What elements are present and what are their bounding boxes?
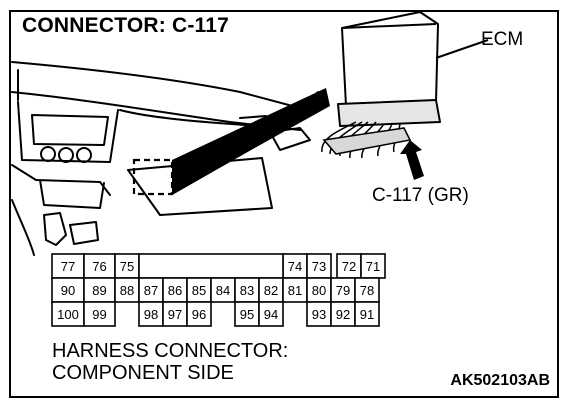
pin-95-cell xyxy=(234,301,260,327)
pin-94-cell xyxy=(258,301,284,327)
pin-91-cell xyxy=(354,301,380,327)
dashboard-drawing xyxy=(11,61,319,256)
pin-96: 96 xyxy=(192,307,206,322)
ecm-label: ECM xyxy=(481,29,524,50)
pin-95: 95 xyxy=(240,307,254,322)
pin-79-cell xyxy=(330,277,356,303)
figure-code: AK502103AB xyxy=(450,372,550,389)
harness-caption-line1: HARNESS CONNECTOR: xyxy=(52,340,289,362)
pin-80: 80 xyxy=(312,283,326,298)
pin-71: 71 xyxy=(366,259,380,274)
pin-84: 84 xyxy=(216,283,230,298)
pin-77: 77 xyxy=(61,259,75,274)
pin-90: 90 xyxy=(61,283,75,298)
pin-72-cell xyxy=(336,253,362,279)
callout-wedge xyxy=(172,88,330,194)
pin-89: 89 xyxy=(92,283,106,298)
connector-label: C-117 (GR) xyxy=(372,185,469,206)
pin-84-cell xyxy=(210,277,236,303)
wire-harness xyxy=(321,121,412,159)
pin-92: 92 xyxy=(336,307,350,322)
pin-90-cell xyxy=(51,277,85,303)
pin-73: 73 xyxy=(312,259,326,274)
pin-94: 94 xyxy=(264,307,278,322)
pin-93: 93 xyxy=(312,307,326,322)
pin-89-cell xyxy=(83,277,116,303)
pin-83: 83 xyxy=(240,283,254,298)
harness-connector-pin-grid: 77 76 75 74 73 72 71 90 89 88 87 86 85 84 83 82 81 80 79 78… xyxy=(51,253,386,327)
ecm-wedge-edge xyxy=(171,105,327,195)
pin-71-cell xyxy=(360,253,386,279)
pin-88-cell xyxy=(114,277,140,303)
ecm-unit xyxy=(337,11,441,127)
pin-87-cell xyxy=(138,277,164,303)
pin-96-cell xyxy=(186,301,212,327)
ecm-leader-line xyxy=(435,39,489,59)
pin-92-cell xyxy=(330,301,356,327)
pin-81: 81 xyxy=(288,283,302,298)
harness-caption-line2: COMPONENT SIDE xyxy=(52,362,234,384)
connector-key-cell xyxy=(138,253,284,279)
pin-98: 98 xyxy=(144,307,158,322)
connector-title: CONNECTOR: C-117 xyxy=(22,14,230,37)
pin-78: 78 xyxy=(360,283,374,298)
pin-99-cell xyxy=(83,301,116,327)
pin-82: 82 xyxy=(264,283,278,298)
pin-87: 87 xyxy=(144,283,158,298)
pin-88: 88 xyxy=(120,283,134,298)
pin-75-cell xyxy=(114,253,140,279)
harness-caption: HARNESS CONNECTOR: COMPONENT SIDE xyxy=(52,340,288,384)
pin-75: 75 xyxy=(120,259,134,274)
pin-99: 99 xyxy=(92,307,106,322)
pin-100: 100 xyxy=(57,307,79,322)
pin-91: 91 xyxy=(360,307,374,322)
pin-76: 76 xyxy=(92,259,106,274)
pin-85: 85 xyxy=(192,283,206,298)
pin-97-cell xyxy=(162,301,188,327)
pin-73-cell xyxy=(306,253,332,279)
pin-79: 79 xyxy=(336,283,350,298)
pin-97: 97 xyxy=(168,307,182,322)
pin-74: 74 xyxy=(288,259,302,274)
pin-72: 72 xyxy=(342,259,356,274)
connector-arrow xyxy=(400,140,424,180)
pin-86: 86 xyxy=(168,283,182,298)
pin-81-cell xyxy=(282,277,308,303)
ecm-location-box xyxy=(132,158,174,196)
